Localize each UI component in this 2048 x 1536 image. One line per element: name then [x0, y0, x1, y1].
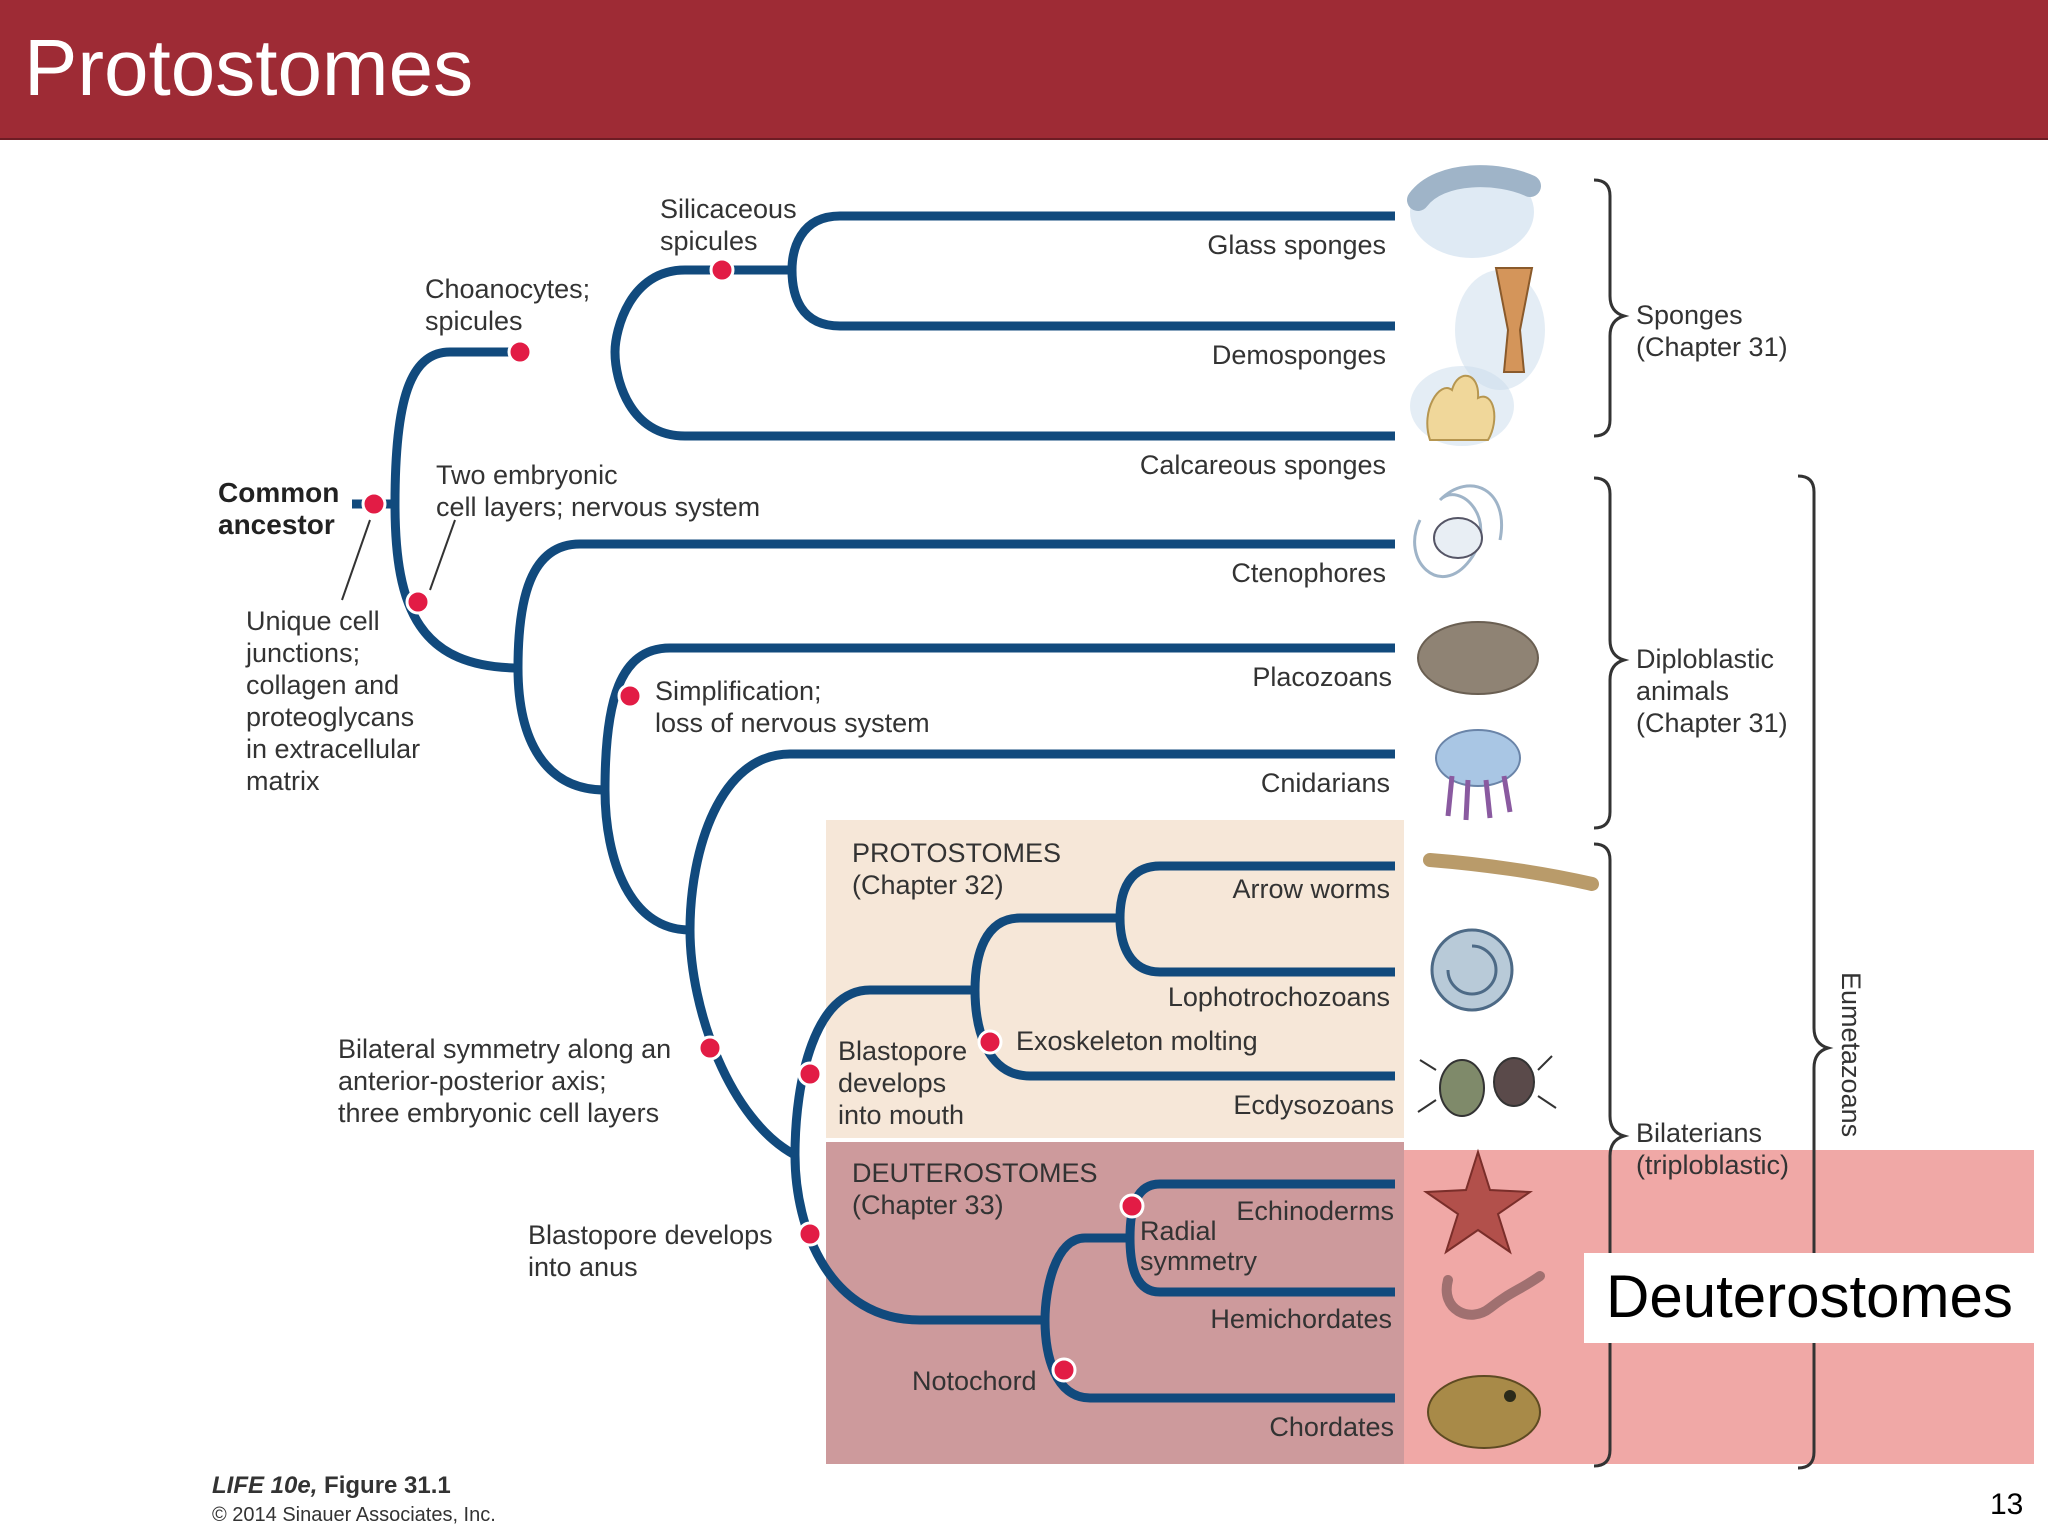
deuterostomes-callout-box	[1584, 1253, 2034, 1343]
protostomes-header: PROTOSTOMES (Chapter 32)	[852, 838, 1069, 900]
protostome-node	[970, 913, 1395, 1081]
dot-simplification	[617, 683, 643, 709]
bilaterians-group-label: Bilaterians (triploblastic)	[1636, 1118, 1789, 1180]
unique-cell-label: Unique cell junctions; collagen and prot…	[245, 606, 428, 796]
notochord-label: Notochord	[912, 1366, 1037, 1396]
bilateral-label: Bilateral symmetry along an anterior-pos…	[338, 1034, 679, 1128]
exoskeleton-label: Exoskeleton molting	[1016, 1026, 1258, 1056]
eumetazoans-brace	[1797, 474, 1834, 1470]
taxon-echinoderms: Echinoderms	[1236, 1196, 1394, 1226]
taxon-labels: Glass sponges Demosponges Calcareous spo…	[1140, 230, 1394, 1442]
taxon-ctenophores: Ctenophores	[1231, 558, 1386, 588]
dot-notochord	[1051, 1357, 1077, 1383]
arrow-lopho-node	[1115, 861, 1395, 977]
taxon-lophotrochozoans: Lophotrochozoans	[1168, 982, 1390, 1012]
group-braces	[1593, 178, 1834, 1470]
cnidarian-illustration	[1435, 729, 1521, 821]
taxon-calcareous-sponges: Calcareous sponges	[1140, 450, 1386, 480]
sponge-node	[610, 265, 1395, 441]
hemichordate-illustration	[1441, 1271, 1545, 1320]
unique-cell-connector	[341, 519, 371, 601]
deuterostome-node	[1040, 1233, 1395, 1403]
bilateria-node	[790, 985, 1045, 1325]
dot-blastopore-mouth	[797, 1061, 823, 1087]
figure-credit: LIFE 10e, Figure 31.1	[212, 1472, 451, 1500]
taxon-demosponges: Demosponges	[1212, 340, 1386, 370]
lophotrochozoan-illustration	[1430, 928, 1514, 1012]
choanocytes-label: Choanocytes; spicules	[425, 274, 598, 336]
ambulacraria-node	[1125, 1179, 1395, 1297]
glass-sponge-illustration	[1407, 165, 1541, 258]
root-label: Common ancestor	[218, 477, 347, 540]
taxon-hemichordates: Hemichordates	[1210, 1304, 1392, 1334]
deuterostomes-callout: Deuterostomes	[1606, 1263, 2013, 1330]
character-dots	[361, 257, 1145, 1383]
blastopore-anus-label: Blastopore develops into anus	[528, 1220, 780, 1282]
taxon-ecdysozoans: Ecdysozoans	[1233, 1090, 1394, 1120]
two-layers-connector	[429, 519, 456, 591]
blastopore-mouth-label: Blastopore develops into mouth	[838, 1036, 975, 1130]
taxon-placozoans: Placozoans	[1252, 662, 1392, 692]
demosponge-illustration	[1455, 267, 1545, 390]
echinoderm-illustration	[1422, 1148, 1534, 1255]
chordate-illustration	[1427, 1375, 1541, 1449]
silicaceous-node	[787, 211, 1395, 331]
silicaceous-label: Silicaceous spicules	[660, 194, 804, 256]
simplification-label: Simplification; loss of nervous system	[655, 676, 930, 738]
cnidaria-node	[685, 749, 1395, 1159]
page-number: 13	[1990, 1488, 2024, 1521]
dot-silicaceous	[709, 257, 735, 283]
dot-radial	[1119, 1193, 1145, 1219]
two-layers-label: Two embryonic cell layers; nervous syste…	[436, 460, 760, 522]
taxon-cnidarians: Cnidarians	[1261, 768, 1390, 798]
copyright-notice: © 2014 Sinauer Associates, Inc.	[212, 1504, 496, 1526]
taxon-arrow-worms: Arrow worms	[1232, 874, 1390, 904]
credit-figure: Figure 31.1	[324, 1472, 451, 1499]
diploblastic-brace	[1593, 476, 1630, 830]
deuterostomes-header: DEUTEROSTOMES (Chapter 33)	[852, 1158, 1105, 1220]
root-node	[390, 347, 521, 673]
radial-label: Radial symmetry	[1140, 1216, 1257, 1276]
dot-bilateral	[697, 1035, 723, 1061]
tree-branches	[352, 211, 1395, 1403]
placozoa-node	[600, 643, 1395, 935]
taxon-glass-sponges: Glass sponges	[1207, 230, 1386, 260]
credit-italic: LIFE 10e,	[212, 1472, 318, 1499]
dot-choanocytes	[507, 339, 533, 365]
slide-title: Protostomes	[24, 23, 474, 112]
placozoan-illustration	[1417, 621, 1539, 695]
eumetazoans-group-label: Eumetazoans	[1836, 972, 1866, 1137]
dot-common-ancestor	[361, 491, 387, 517]
ctenophore-illustration	[1413, 484, 1503, 579]
deuterostome-panel	[826, 1142, 1404, 1464]
organism-illustrations	[1407, 165, 1599, 1449]
sponges-group-label: Sponges (Chapter 31)	[1636, 300, 1788, 362]
title-bar: Protostomes	[0, 0, 2048, 140]
ecdysozoan-illustration	[1417, 1055, 1557, 1117]
taxon-chordates: Chordates	[1269, 1412, 1394, 1442]
dot-two-layers	[405, 589, 431, 615]
protostome-panel	[826, 820, 1404, 1138]
bilaterians-brace	[1593, 842, 1630, 1468]
sponges-brace	[1593, 178, 1630, 438]
eumetazoa-node	[513, 539, 1395, 795]
calcareous-sponge-illustration	[1410, 366, 1514, 446]
arrow-worm-illustration	[1423, 853, 1599, 891]
diploblastic-group-label: Diploblastic animals (Chapter 31)	[1636, 644, 1788, 738]
dot-blastopore-anus	[797, 1221, 823, 1247]
dot-exoskeleton	[977, 1029, 1003, 1055]
